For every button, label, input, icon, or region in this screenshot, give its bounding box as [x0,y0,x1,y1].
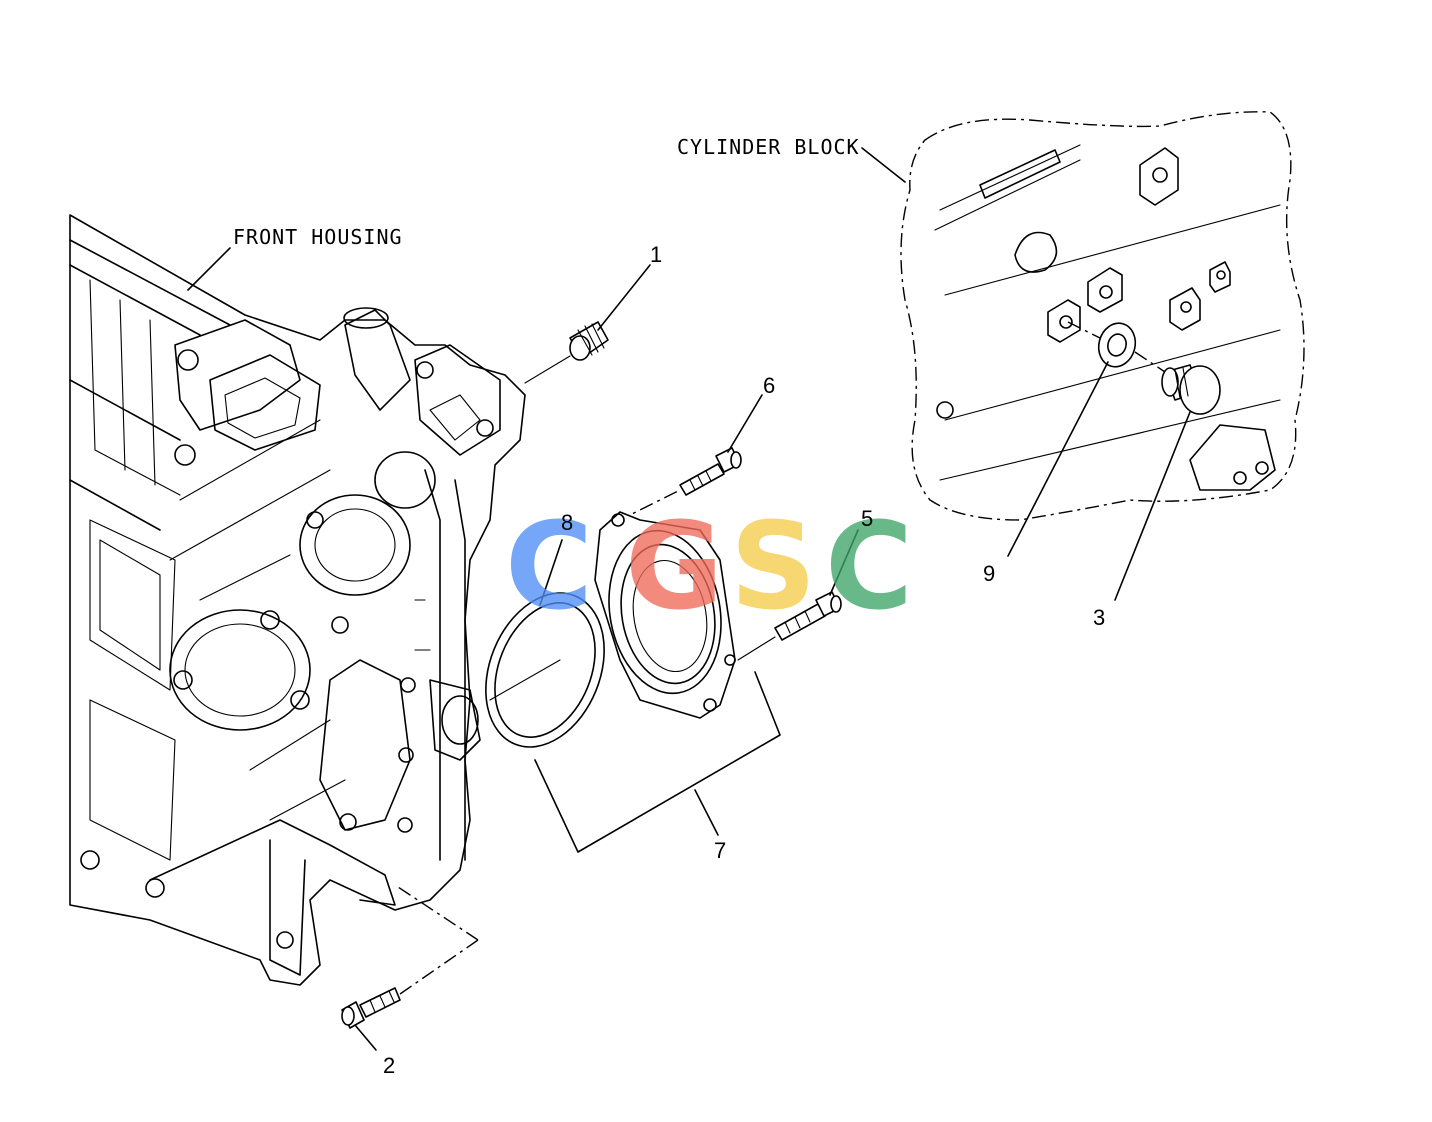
part-6-bolt [615,447,742,523]
part-9-washer [1067,321,1137,368]
leader-5 [829,529,859,596]
labels: FRONT HOUSING CYLINDER BLOCK 1 2 3 5 6 7… [233,135,1105,1078]
leader-6 [727,394,763,453]
watermark-letter-s: S [730,498,816,637]
callout-2: 2 [383,1053,395,1078]
front-housing-label: FRONT HOUSING [233,225,403,249]
watermark-letter-c2: C [825,498,913,637]
leader-front-housing [187,247,231,291]
cgsc-watermark: C G S C [505,498,913,637]
cylinder-block-label: CYLINDER BLOCK [677,135,860,159]
callout-6: 6 [763,373,775,398]
leader-1 [597,264,651,331]
callout-7: 7 [714,838,726,863]
watermark-letter-c1: C [505,498,593,637]
cylinder-block [900,111,1305,521]
callout-9: 9 [983,561,995,586]
callout-3: 3 [1093,605,1105,630]
part-2-bolt [341,884,479,1029]
leader-8 [539,539,563,606]
leader-7 [694,789,719,836]
watermark-letter-g: G [625,498,724,637]
part-3-plug [1134,351,1221,415]
front-housing [69,214,526,986]
part-5-bolt [737,591,842,661]
callout-8: 8 [561,510,573,535]
part-8-gasket [485,592,605,748]
leader-9 [1007,361,1109,557]
leader-cylinder-block [861,147,906,183]
part-7-cover [594,511,736,719]
leader-3 [1114,411,1191,601]
leader-lines [187,147,1191,1051]
leader-2 [354,1024,377,1051]
part-1-plug [524,321,609,384]
callout-5: 5 [861,506,873,531]
bracket-7 [534,671,781,853]
callout-1: 1 [650,242,662,267]
